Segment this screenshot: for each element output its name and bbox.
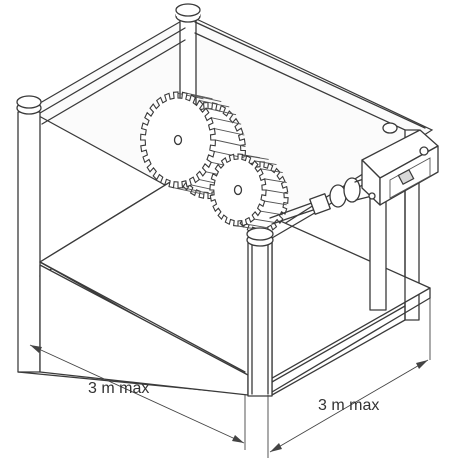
gear-bore xyxy=(173,134,183,146)
small-helical-gear xyxy=(209,153,289,235)
gear-helix-line xyxy=(182,187,213,195)
gear-helix-line xyxy=(173,187,204,195)
front-left-post xyxy=(17,111,41,373)
drive-shaft xyxy=(269,175,373,225)
gear-helix-line xyxy=(254,160,277,166)
motor-support xyxy=(369,189,387,311)
gear-helix-line xyxy=(214,128,245,136)
gear-helix-line xyxy=(254,218,277,224)
motor-knob xyxy=(419,146,429,156)
gear-helix-line xyxy=(191,94,222,103)
gear-helix-line xyxy=(205,107,237,116)
gear-helix-line xyxy=(215,139,246,147)
gear-helix-line xyxy=(246,223,269,229)
gear-helix-line xyxy=(211,117,242,125)
gear-pair-icon xyxy=(140,91,289,235)
gear-helix-line xyxy=(264,178,287,184)
dimension-depth: 3 m max xyxy=(267,298,431,458)
motor-display xyxy=(397,168,415,186)
coupling xyxy=(309,193,331,215)
dimension-width: 3 m max xyxy=(17,280,246,450)
gear-helix-line xyxy=(199,100,230,108)
gear-helix-line xyxy=(264,200,287,206)
corner-caps xyxy=(16,3,398,247)
servo-motor-icon xyxy=(361,129,439,206)
depth-dimension-label: 3 m max xyxy=(318,397,379,414)
motor-screw xyxy=(368,192,376,200)
width-dimension-label: 3 m max xyxy=(88,380,149,397)
gear-helix-line xyxy=(260,168,283,173)
gear-bore xyxy=(233,184,243,196)
coupling-hub-2 xyxy=(343,177,361,203)
gear-helix-line xyxy=(266,189,289,195)
gear-helix-line xyxy=(246,155,269,160)
motor-panel xyxy=(389,157,431,199)
